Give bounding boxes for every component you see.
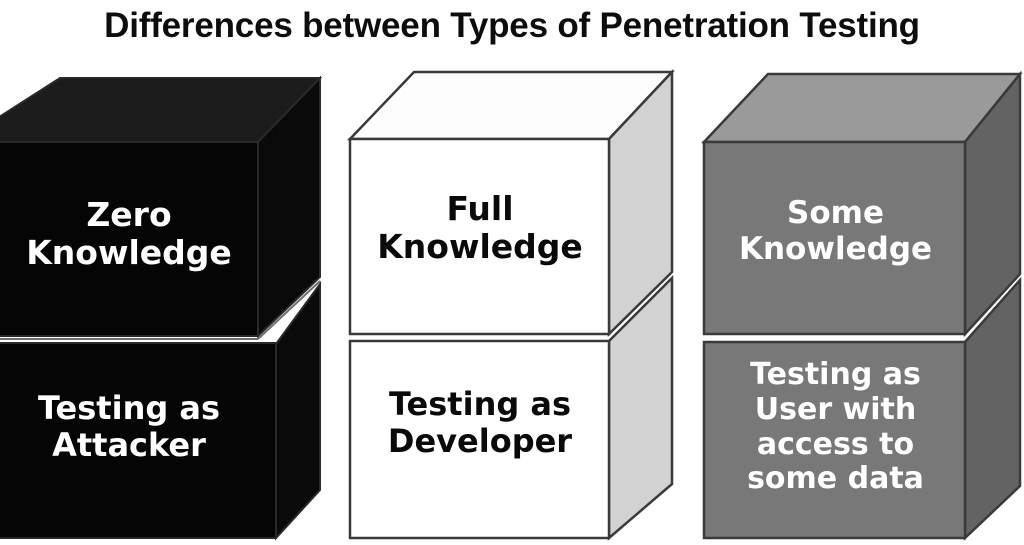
box-zero-knowledge-upper-front-face bbox=[0, 141, 259, 337]
box-full-knowledge-lower-front-face bbox=[348, 339, 611, 540]
box-some-knowledge-upper-front-face bbox=[702, 140, 967, 336]
box-full-knowledge bbox=[347, 68, 675, 541]
box-zero-knowledge bbox=[0, 75, 323, 541]
box-zero-knowledge-lower-front-face bbox=[0, 342, 277, 539]
box-full-knowledge-upper-front-face bbox=[348, 137, 611, 336]
box-zero-knowledge-divider-side bbox=[257, 280, 321, 340]
box-some-knowledge-lower-front-face bbox=[702, 340, 967, 540]
page-title: Differences between Types of Penetration… bbox=[104, 6, 920, 45]
box-some-knowledge bbox=[701, 70, 1023, 541]
box-zero-knowledge-lower-side-face bbox=[275, 280, 321, 541]
